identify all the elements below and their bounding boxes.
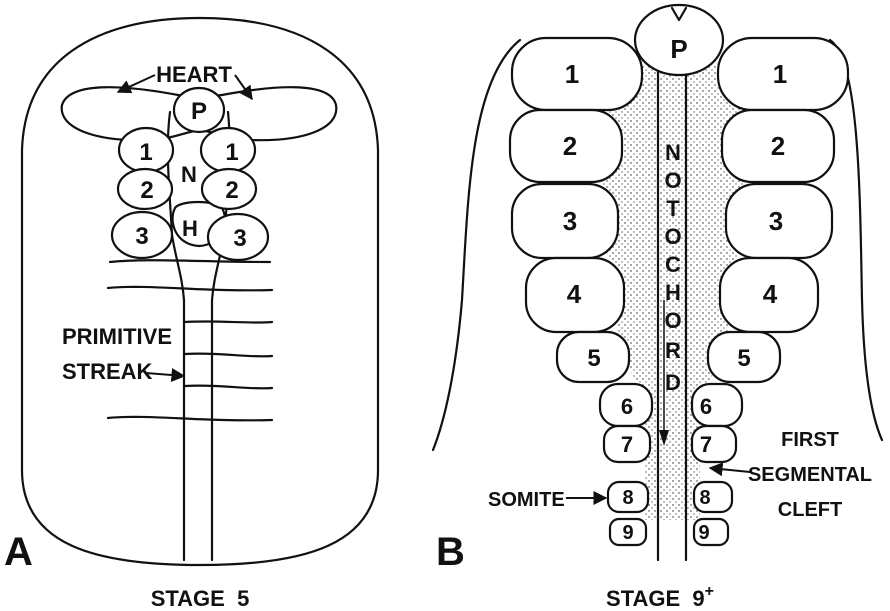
somite-a-right-2-label: 2 — [225, 177, 238, 204]
primitive-streak-label-2: STREAK — [62, 359, 153, 384]
panel-a: HEART P N H 1 1 2 2 3 3 — [4, 18, 378, 611]
somite-b-right-7 — [692, 426, 736, 462]
somite-b-left-5-label: 5 — [587, 345, 600, 372]
notochord-letter-5: C — [665, 252, 681, 277]
stage-9-sup: + — [705, 583, 714, 600]
somite-b-right-3-label: 3 — [769, 206, 783, 236]
somite-label: SOMITE — [488, 489, 565, 511]
panel-b: P N O T O C H O R D 1 2 3 4 5 6 — [433, 5, 882, 611]
first-segmental-cleft-1: FIRST — [781, 429, 839, 451]
embryo-edge-left — [433, 40, 520, 450]
notochord-letter-6: H — [665, 280, 681, 305]
somite-a-right-1-label: 1 — [225, 139, 238, 166]
notochord-letter-4: O — [664, 224, 681, 249]
notochord-letter-7: O — [664, 308, 681, 333]
somite-b-left-1-label: 1 — [565, 59, 579, 89]
somite-b-left-7-label: 7 — [621, 432, 633, 457]
somite-b-right-6-label: 6 — [700, 394, 712, 419]
prechordal-label-b: P — [670, 34, 687, 64]
cleft-arrow — [710, 468, 750, 472]
stage-9-caption: STAGE 9+ — [606, 583, 714, 611]
somite-b-left-4-label: 4 — [567, 279, 582, 309]
panel-b-letter: B — [436, 530, 465, 574]
notochord-letter-3: T — [666, 196, 680, 221]
first-segmental-cleft-2: SEGMENTAL — [748, 464, 872, 486]
somite-b-right-1-label: 1 — [773, 59, 787, 89]
somite-b-right-7-label: 7 — [700, 432, 712, 457]
somite-b-left-3-label: 3 — [563, 206, 577, 236]
prechordal-label-a: P — [191, 98, 207, 125]
somite-b-right-5-label: 5 — [737, 345, 750, 372]
somite-b-left-2-label: 2 — [563, 131, 577, 161]
notochord-letter-1: N — [665, 140, 681, 165]
first-segmental-cleft-3: CLEFT — [778, 499, 842, 521]
notochord-letter-8: R — [665, 338, 681, 363]
somite-b-left-9-label: 9 — [622, 522, 633, 544]
somite-b-right-2-label: 2 — [771, 131, 785, 161]
headfold-label: H — [182, 216, 198, 241]
notochord-letters: N O T O C H O R D — [664, 140, 681, 395]
heart-label: HEART — [156, 62, 232, 87]
somite-b-right-8-label: 8 — [699, 487, 710, 509]
somite-a-left-3-label: 3 — [135, 223, 148, 250]
somite-b-left-8-label: 8 — [622, 487, 633, 509]
somite-a-left-1-label: 1 — [139, 139, 152, 166]
stage-5-caption: STAGE 5 — [151, 586, 250, 611]
somite-a-left-2-label: 2 — [140, 177, 153, 204]
notochord-letter-2: O — [664, 168, 681, 193]
node-label: N — [181, 162, 197, 187]
somite-b-right-9-label: 9 — [698, 522, 709, 544]
notochord-letter-9: D — [665, 370, 681, 395]
somite-b-right-4-label: 4 — [763, 279, 778, 309]
somite-b-left-6-label: 6 — [621, 394, 633, 419]
panel-a-letter: A — [4, 530, 33, 574]
somite-a-right-3-label: 3 — [233, 225, 246, 252]
stage-9-text: STAGE 9 — [606, 586, 705, 611]
primitive-streak-label-1: PRIMITIVE — [62, 324, 172, 349]
